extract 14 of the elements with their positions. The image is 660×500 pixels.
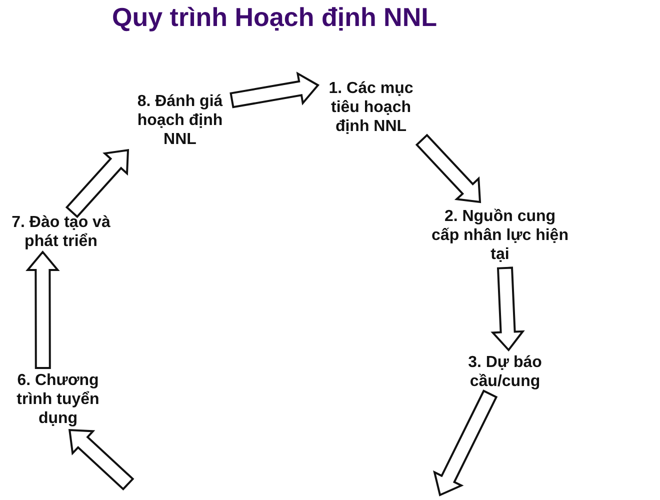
diagram-title: Quy trình Hoạch định NNL — [112, 2, 437, 33]
block-arrow — [490, 266, 525, 352]
block-arrow — [68, 428, 134, 490]
step-label: 8. Đánh giá hoạch định NNL — [136, 92, 224, 148]
step-label: 7. Đào tạo và phát triển — [10, 213, 112, 251]
step-label: 1. Các mục tiêu hoạch định NNL — [328, 78, 414, 136]
step-label: 2. Nguồn cung cấp nhân lực hiện tại — [430, 206, 570, 264]
block-arrow — [65, 148, 130, 218]
block-arrow — [433, 390, 498, 496]
block-arrow — [415, 134, 482, 204]
step-label: 6. Chương trình tuyển dụng — [16, 370, 100, 428]
step-label: 3. Dự báo cầu/cung — [467, 353, 543, 391]
block-arrow — [230, 72, 320, 108]
block-arrow — [26, 250, 60, 369]
